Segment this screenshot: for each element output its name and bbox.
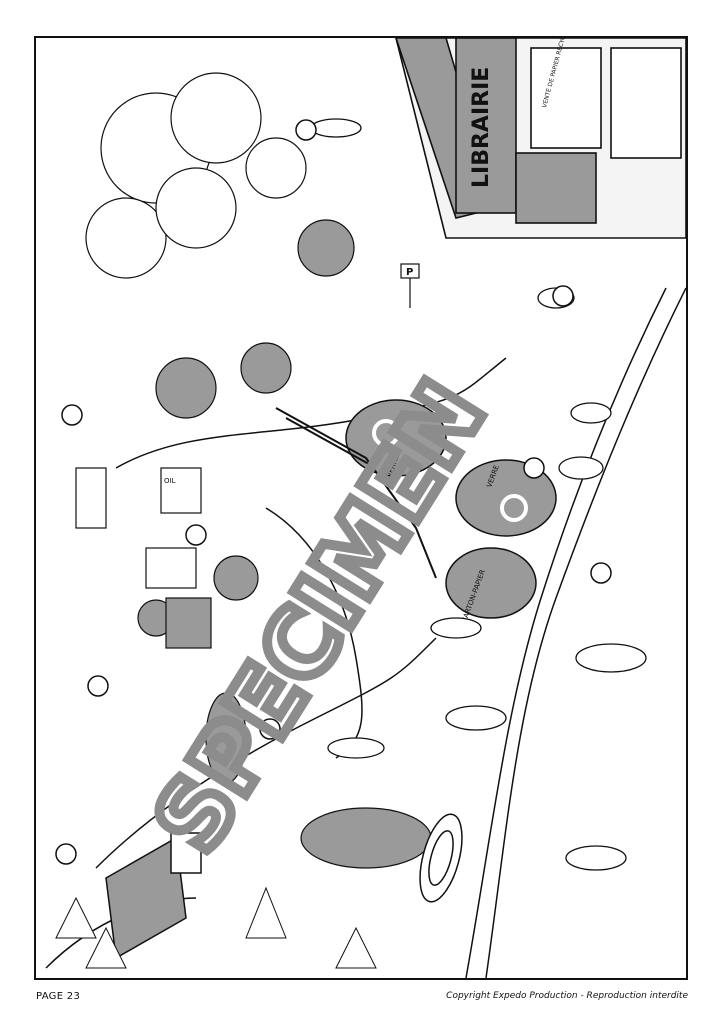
- street-scene-illustration: LIBRAIRIE VENTE DE PAPIER RECYCLÉ BLANCH…: [45, 38, 686, 978]
- pine-trees: [55, 886, 377, 969]
- market-stalls: [75, 467, 212, 649]
- copyright-notice: Copyright Expedo Production - Reproducti…: [446, 991, 688, 1001]
- shop-sign-text: LIBRAIRIE: [469, 67, 494, 188]
- oil-sign-text: OIL: [164, 477, 176, 485]
- recycle-symbol-icon: [372, 419, 528, 522]
- round-bench: [419, 813, 463, 903]
- page-number: PAGE 23: [36, 991, 81, 1002]
- log-truck: [105, 832, 202, 960]
- bookshop-building: [395, 38, 686, 239]
- parking-sign-icon: [400, 263, 420, 308]
- answer-circle-icon: [55, 119, 612, 865]
- crane-arm: [275, 407, 437, 579]
- illustration-frame: LIBRAIRIE VENTE DE PAPIER RECYCLÉ BLANCH…: [34, 36, 688, 980]
- tree-cluster: [85, 72, 432, 869]
- parking-sign-text: P: [406, 267, 413, 278]
